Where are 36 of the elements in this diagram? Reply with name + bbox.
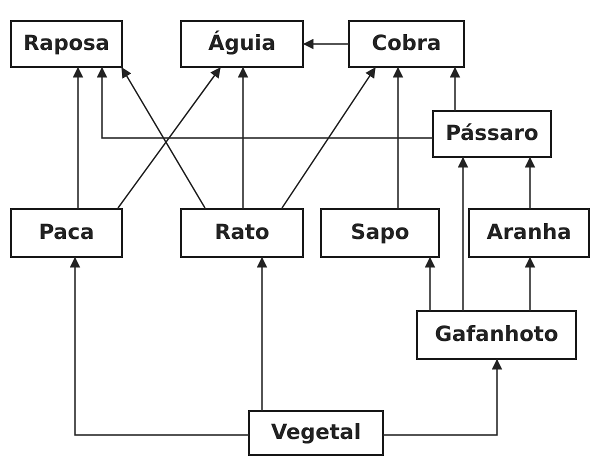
arrow bbox=[96, 66, 432, 139]
species-label: Aranha bbox=[486, 219, 572, 246]
arrow bbox=[302, 38, 348, 50]
arrow bbox=[384, 358, 502, 436]
species-box bbox=[10, 208, 123, 258]
species-box bbox=[432, 110, 552, 158]
arrow bbox=[70, 256, 248, 436]
arrow bbox=[117, 67, 221, 208]
species-label: Vegetal bbox=[270, 419, 362, 446]
species-label: Paca bbox=[38, 219, 94, 246]
species-label: Pássaro bbox=[446, 120, 538, 148]
species-box bbox=[180, 208, 304, 258]
species-label: Águia bbox=[208, 30, 276, 58]
species-box bbox=[468, 208, 590, 258]
species-box bbox=[416, 310, 577, 360]
arrow bbox=[524, 256, 536, 310]
arrow bbox=[450, 66, 460, 110]
species-box bbox=[320, 208, 440, 258]
arrow bbox=[392, 66, 404, 208]
arrow bbox=[121, 67, 206, 208]
species-box bbox=[348, 20, 465, 68]
species-box bbox=[248, 410, 384, 456]
species-box bbox=[10, 20, 123, 68]
species-label: Gafanhoto bbox=[434, 321, 558, 348]
arrow bbox=[424, 256, 436, 310]
species-label: Cobra bbox=[372, 30, 442, 58]
species-box bbox=[180, 20, 304, 68]
arrow bbox=[458, 156, 468, 310]
arrow bbox=[524, 156, 536, 208]
arrow bbox=[256, 256, 268, 410]
species-label: Rato bbox=[214, 219, 270, 246]
species-label: Sapo bbox=[350, 219, 410, 246]
species-label: Raposa bbox=[23, 30, 110, 58]
arrow bbox=[281, 67, 376, 208]
arrow bbox=[238, 66, 248, 208]
arrow bbox=[72, 66, 84, 208]
